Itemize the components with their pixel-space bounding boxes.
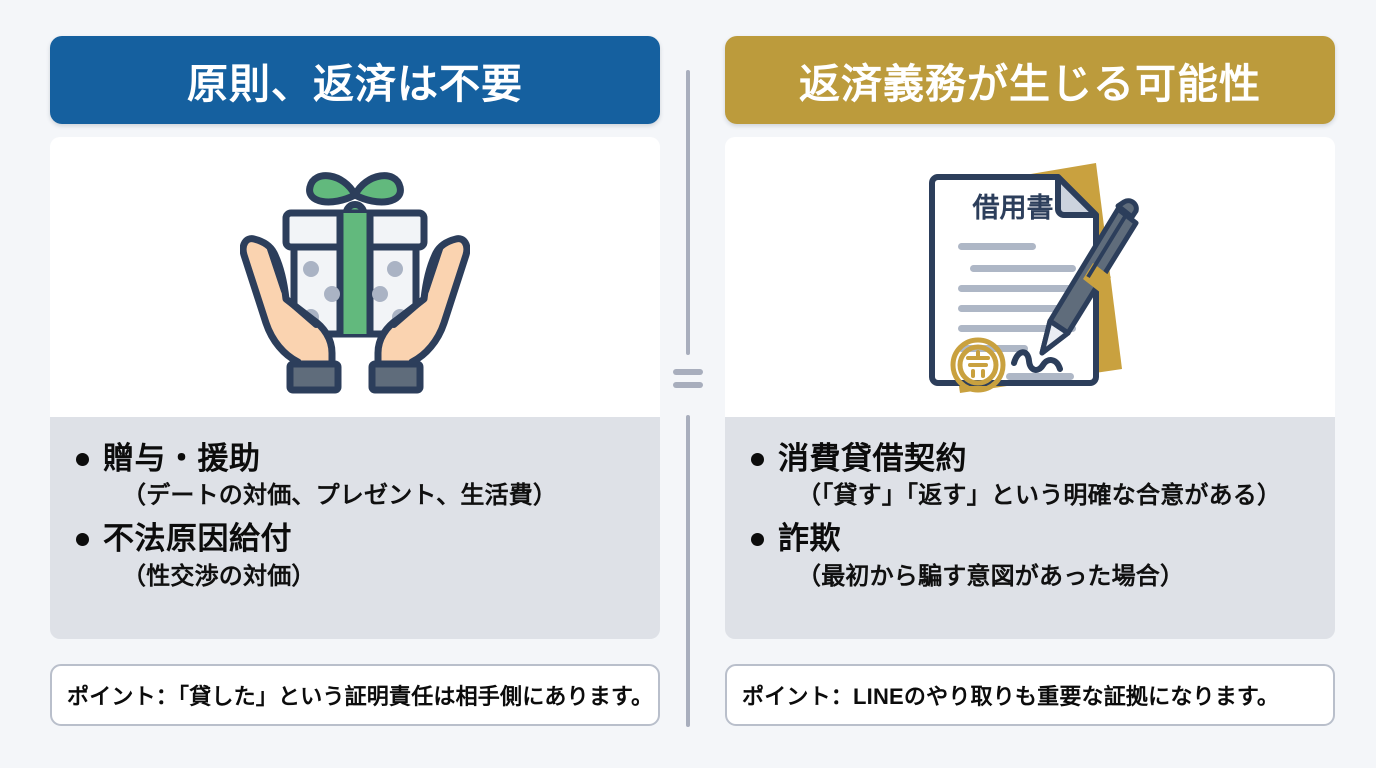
bullet-item: 消費貸借契約 (751, 439, 1309, 479)
bullet-panel-right: 消費貸借契約 （「貸す」「返す」という明確な合意がある） 詐欺 （最初から騙す意… (725, 417, 1335, 639)
bullet-dot-icon (76, 453, 89, 466)
bullet-item: 贈与・援助 (76, 439, 634, 479)
note-box-left: ポイント：「貸した」という証明責任は相手側にあります。 (50, 664, 660, 726)
column-header-no-repayment: 原則、返済は不要 (50, 36, 660, 124)
bullet-title: 詐欺 (778, 521, 841, 557)
bullet-panel-left: 贈与・援助 （デートの対価、プレゼント、生活費） 不法原因給付 （性交渉の対価） (50, 417, 660, 639)
bullet-dot-icon (751, 453, 764, 466)
bullet-dot-icon (76, 533, 89, 547)
column-header-repayment-obligation: 返済義務が生じる可能性 (725, 36, 1335, 124)
center-divider (673, 0, 703, 768)
gift-in-hands-icon (240, 157, 470, 397)
bullet-item: 不法原因給付 (76, 519, 634, 559)
divider-line-bottom (686, 415, 690, 727)
note-box-right: ポイント：LINEのやり取りも重要な証拠になります。 (725, 664, 1335, 726)
bullet-title: 不法原因給付 (103, 521, 292, 557)
bullet-subtext: （デートの対価、プレゼント、生活費） (122, 482, 558, 510)
iou-document-icon: 借用書 (908, 155, 1153, 400)
bullet-item: 詐欺 (751, 519, 1309, 559)
equals-icon (673, 369, 703, 393)
bullet-title: 消費貸借契約 (778, 441, 967, 476)
bullet-subtext: （性交渉の対価） (122, 562, 316, 590)
illustration-card-right: 借用書 (725, 137, 1335, 417)
bullet-dot-icon (751, 533, 764, 547)
svg-text:借用書: 借用書 (971, 193, 1053, 223)
column-no-repayment: 原則、返済は不要 (50, 0, 660, 768)
illustration-card-left (50, 137, 660, 417)
bullet-title: 贈与・援助 (103, 441, 261, 476)
column-repayment-obligation: 返済義務が生じる可能性 借用書 (725, 0, 1335, 768)
bullet-subtext: （最初から騙す意図があった場合） (797, 562, 1185, 590)
bullet-subtext: （「貸す」「返す」という明確な合意がある） (797, 482, 1282, 510)
divider-line-top (686, 70, 690, 355)
